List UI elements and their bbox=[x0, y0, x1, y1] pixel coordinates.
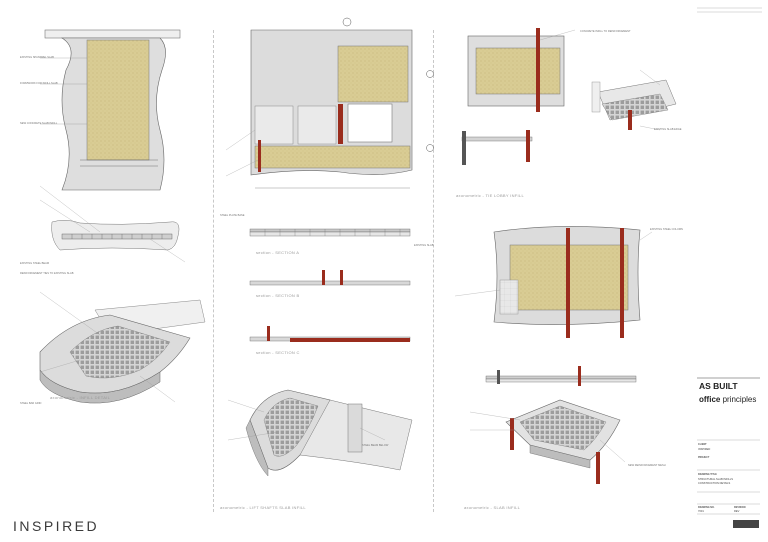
left-plan-detail bbox=[40, 29, 181, 191]
middle-sections bbox=[249, 228, 411, 342]
client-label: CLIENT bbox=[698, 443, 707, 446]
drawing-title-line1: STRUCTURAL SLAB INFILLS bbox=[698, 478, 733, 481]
revision-value: REV bbox=[734, 510, 740, 513]
note-right-2: CONCRETE INFILL TO REINFORCEMENT bbox=[580, 30, 631, 33]
note-left-5: REINFORCEMENT TIES TO EXISTING SLAB bbox=[20, 272, 74, 275]
project-label: PROJECT bbox=[698, 456, 710, 459]
middle-axonometric bbox=[227, 389, 413, 477]
note-left-3: NEW CONCRETE SLAB INFILL bbox=[20, 122, 58, 125]
drawing-title-line2: CONSTRUCTION DETAILS bbox=[698, 482, 731, 485]
caption-plan-left: axonometric - INFILL DETAIL bbox=[50, 395, 111, 400]
caption-slab-infill: axonometric - SLAB INFILL bbox=[464, 505, 521, 510]
left-section-strip bbox=[39, 185, 186, 263]
middle-plan bbox=[225, 17, 434, 189]
status-label: AS BUILT bbox=[699, 381, 738, 391]
note-right-1: EXISTING STEEL COLUMN bbox=[650, 228, 683, 231]
note-mid-1: STEEL PLATE BASE bbox=[220, 214, 245, 217]
note-left-1: EXISTING SPANDREL SLAB bbox=[20, 56, 54, 59]
note-left-4: EXISTING STEEL BEAM bbox=[20, 262, 50, 265]
note-mid-2: EXISTING SLAB bbox=[414, 244, 434, 247]
caption-section-b: section - SECTION B bbox=[256, 293, 300, 298]
title-block bbox=[697, 7, 762, 528]
note-left-2: FORMWORK FOR INFILL SLAB bbox=[20, 82, 58, 85]
revision-label: REVISION bbox=[734, 506, 746, 509]
client-value: INSPIRED bbox=[698, 448, 711, 451]
drawing-no-value: 7001 bbox=[698, 510, 704, 513]
left-axonometric bbox=[39, 291, 206, 404]
drawing-no-label: DRAWING NO. bbox=[698, 506, 715, 509]
right-section-and-axo bbox=[469, 366, 637, 484]
company-logo: office principles bbox=[699, 395, 756, 404]
caption-lift-shafts: axonometric - LIFT SHAFTS SLAB INFILL bbox=[220, 505, 306, 510]
right-lobby-detail bbox=[461, 28, 677, 165]
drawing-title-label: DRAWING TITLE bbox=[698, 473, 717, 476]
note-left-6: STEEL BAR GRID bbox=[20, 402, 42, 405]
caption-section-a: section - SECTION A bbox=[256, 250, 300, 255]
note-right-4: NEW REINFORCEMENT MESH bbox=[628, 464, 666, 467]
company-bold: office bbox=[699, 395, 721, 404]
panel-divider-1 bbox=[213, 30, 214, 512]
right-large-plan bbox=[454, 226, 653, 338]
brand-logo: INSPIRED bbox=[13, 518, 100, 534]
caption-lobby: axonometric - TIE LOBBY INFILL bbox=[456, 193, 524, 198]
company-light: principles bbox=[722, 395, 757, 404]
note-mid-3: STEEL BEAM BELOW bbox=[362, 444, 389, 447]
caption-section-c: section - SECTION C bbox=[256, 350, 300, 355]
note-right-3: EXISTING SLAB EDGE bbox=[654, 128, 682, 131]
panel-divider-2 bbox=[433, 30, 434, 512]
